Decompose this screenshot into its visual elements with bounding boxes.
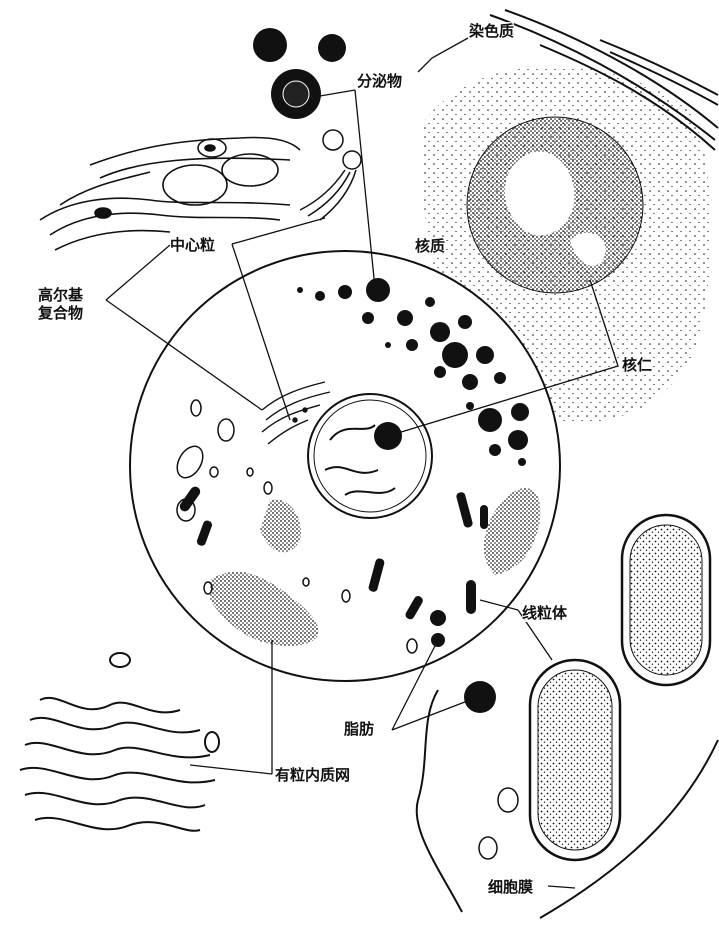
label-centriole: 中心粒 <box>170 236 215 254</box>
label-golgi: 高尔基 复合物 <box>38 286 98 322</box>
golgi-enlarged <box>40 138 300 251</box>
label-nucleoplasm: 核质 <box>415 237 445 255</box>
cell-nucleus <box>308 394 432 518</box>
mitochondrion-lower <box>530 660 620 860</box>
label-secretion: 分泌物 <box>357 72 402 90</box>
label-chromatin: 染色质 <box>469 22 514 40</box>
cell <box>130 251 560 681</box>
mitochondrion-upper <box>622 515 710 685</box>
label-rough-er: 有粒内质网 <box>275 766 350 784</box>
label-nucleolus: 核仁 <box>622 356 652 374</box>
label-golgi-line1: 高尔基 <box>38 286 98 304</box>
label-fat: 脂肪 <box>344 720 374 738</box>
rough-er-enlarged <box>20 653 219 831</box>
label-cell-membrane: 细胞膜 <box>488 878 533 896</box>
secretion-granules <box>253 28 346 119</box>
label-mitochondria: 线粒体 <box>522 604 567 622</box>
label-golgi-line2: 复合物 <box>38 304 98 322</box>
centriole-enlarged <box>300 130 361 220</box>
fat-droplets <box>464 681 518 859</box>
